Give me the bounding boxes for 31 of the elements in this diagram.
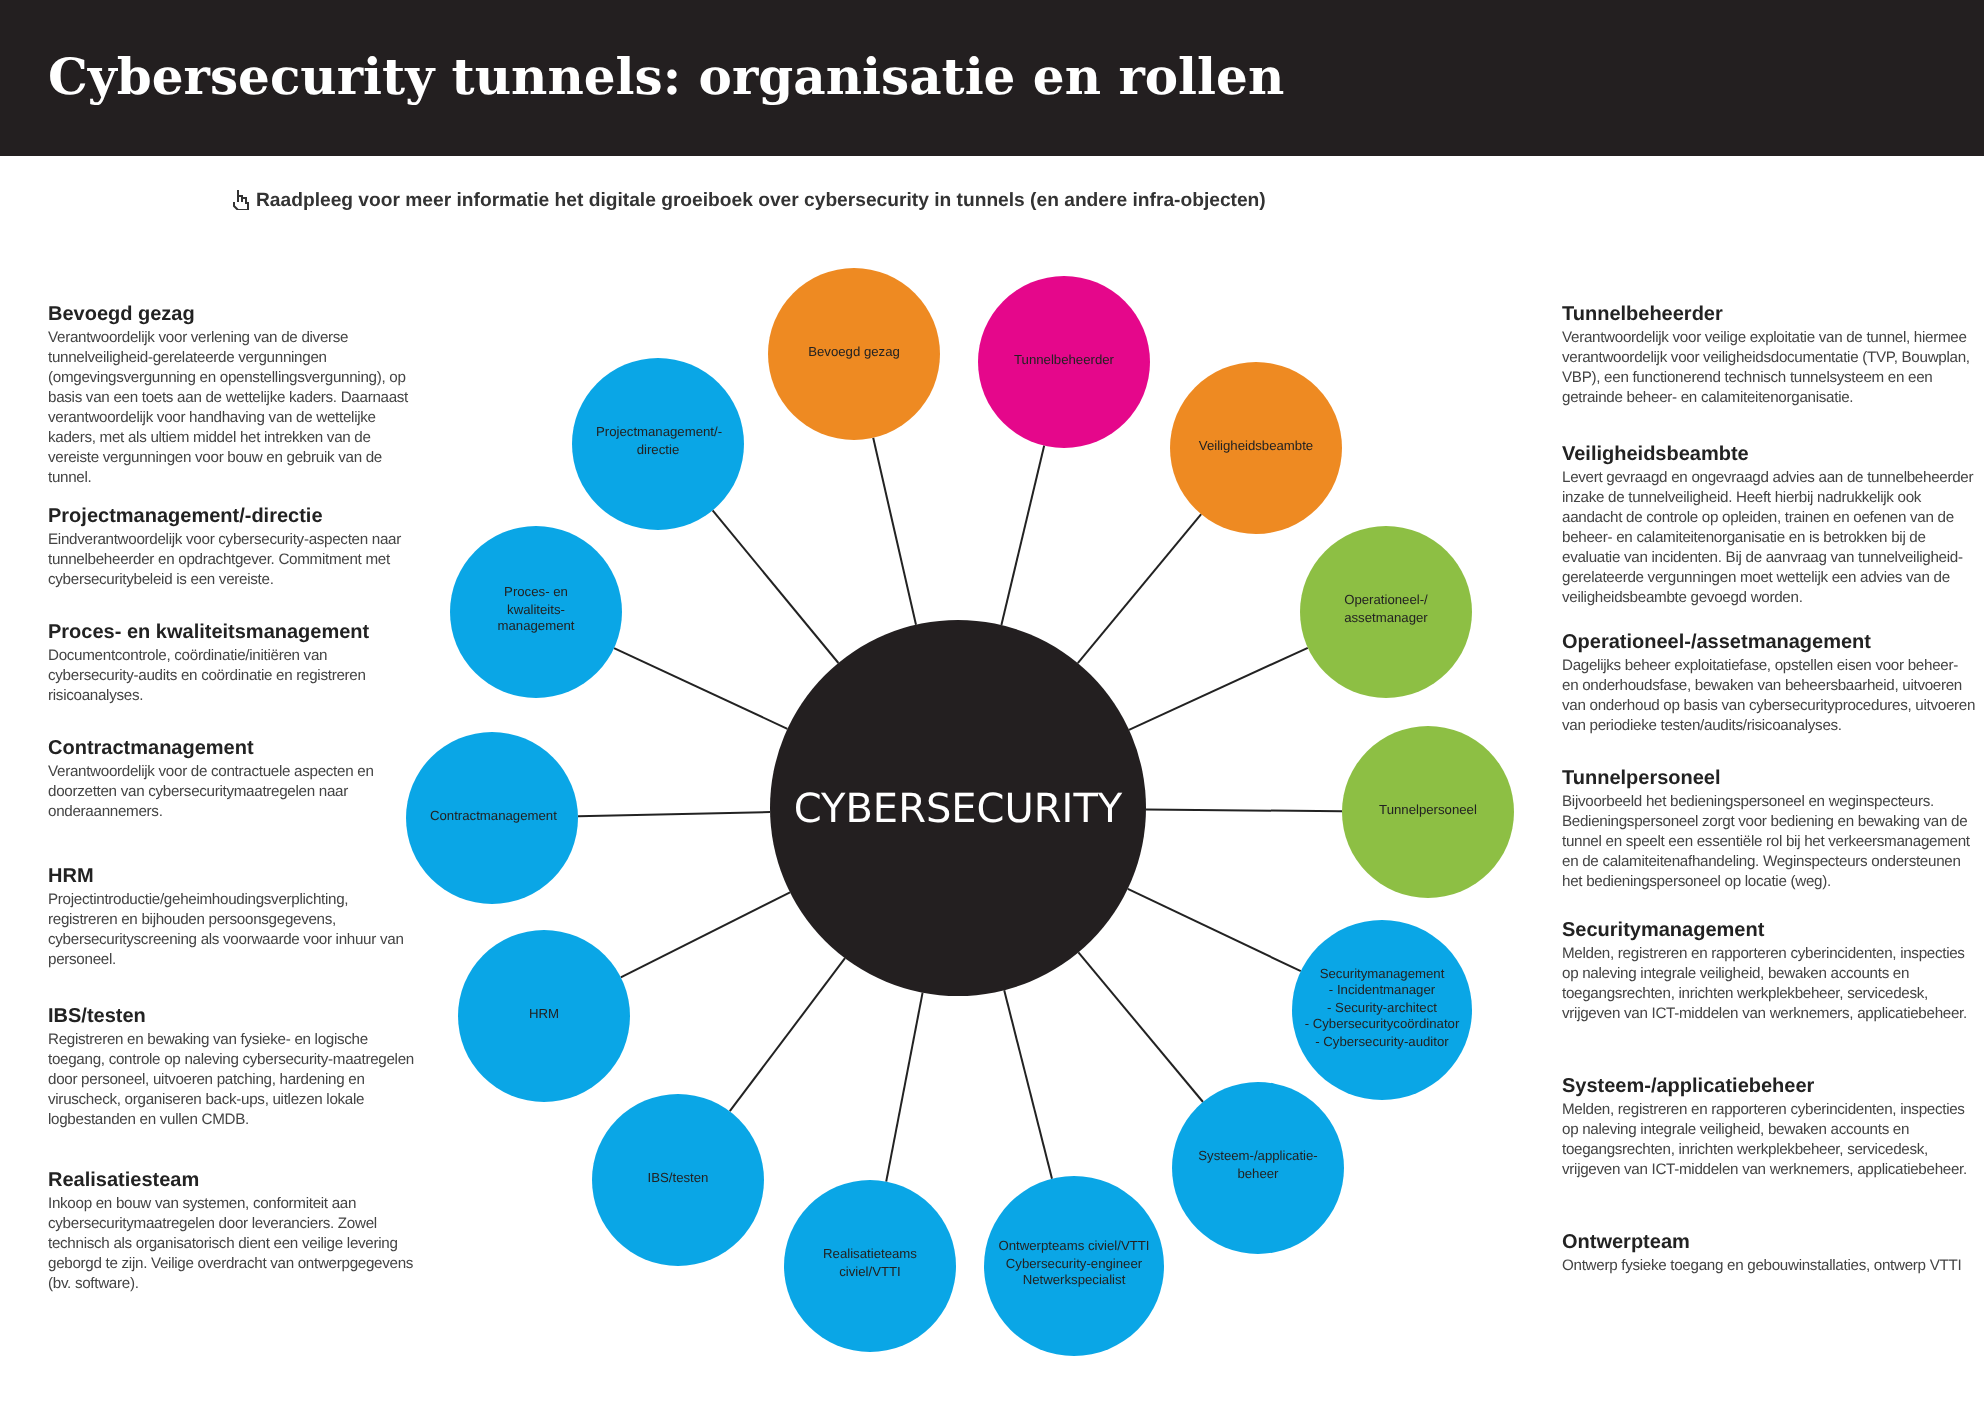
- connector-line: [1003, 989, 1053, 1180]
- role-heading: Proces- en kwaliteitsmanagement: [48, 622, 372, 644]
- role-heading: Realisatiesteam: [48, 1170, 202, 1192]
- role-heading: Ontwerpteam: [1562, 1232, 1692, 1254]
- connector-line: [711, 509, 840, 664]
- info-note: Raadpleeg voor meer informatie het digitale groeiboek over cybersecurity in tunnels (en andere infra-objecten): [256, 190, 1266, 212]
- connector-line: [728, 957, 846, 1113]
- role-heading: Operationeel-/assetmanagement: [1562, 632, 1873, 654]
- role-heading: Tunnelpersoneel: [1562, 768, 1723, 790]
- role-heading: Veiligheidsbeambte: [1562, 444, 1751, 466]
- connector-line: [577, 811, 771, 818]
- role-heading: Projectmanagement/-directie: [48, 506, 325, 528]
- role-heading: Bevoegd gezag: [48, 304, 197, 326]
- role-heading: HRM: [48, 866, 96, 888]
- connector-line: [619, 891, 791, 979]
- connector-line: [1077, 951, 1204, 1103]
- role-heading: Tunnelbeheerder: [1562, 304, 1725, 326]
- connector-line: [1145, 808, 1343, 813]
- connector-line: [1126, 887, 1302, 973]
- connector-line: [885, 991, 924, 1183]
- role-heading: Systeem-/applicatiebeheer: [1562, 1076, 1817, 1098]
- connector-line: [613, 647, 789, 730]
- node-label: CYBERSECURITY: [793, 784, 1123, 832]
- page-title: Cybersecurity tunnels: organisatie en rollen: [48, 48, 1285, 106]
- role-heading: Securitymanagement: [1562, 920, 1767, 942]
- connector-line: [1000, 444, 1046, 626]
- connector-line: [1076, 513, 1203, 665]
- connector-line: [1128, 646, 1309, 731]
- connector-line: [872, 436, 917, 626]
- role-heading: IBS/testen: [48, 1006, 148, 1028]
- role-heading: Contractmanagement: [48, 738, 256, 760]
